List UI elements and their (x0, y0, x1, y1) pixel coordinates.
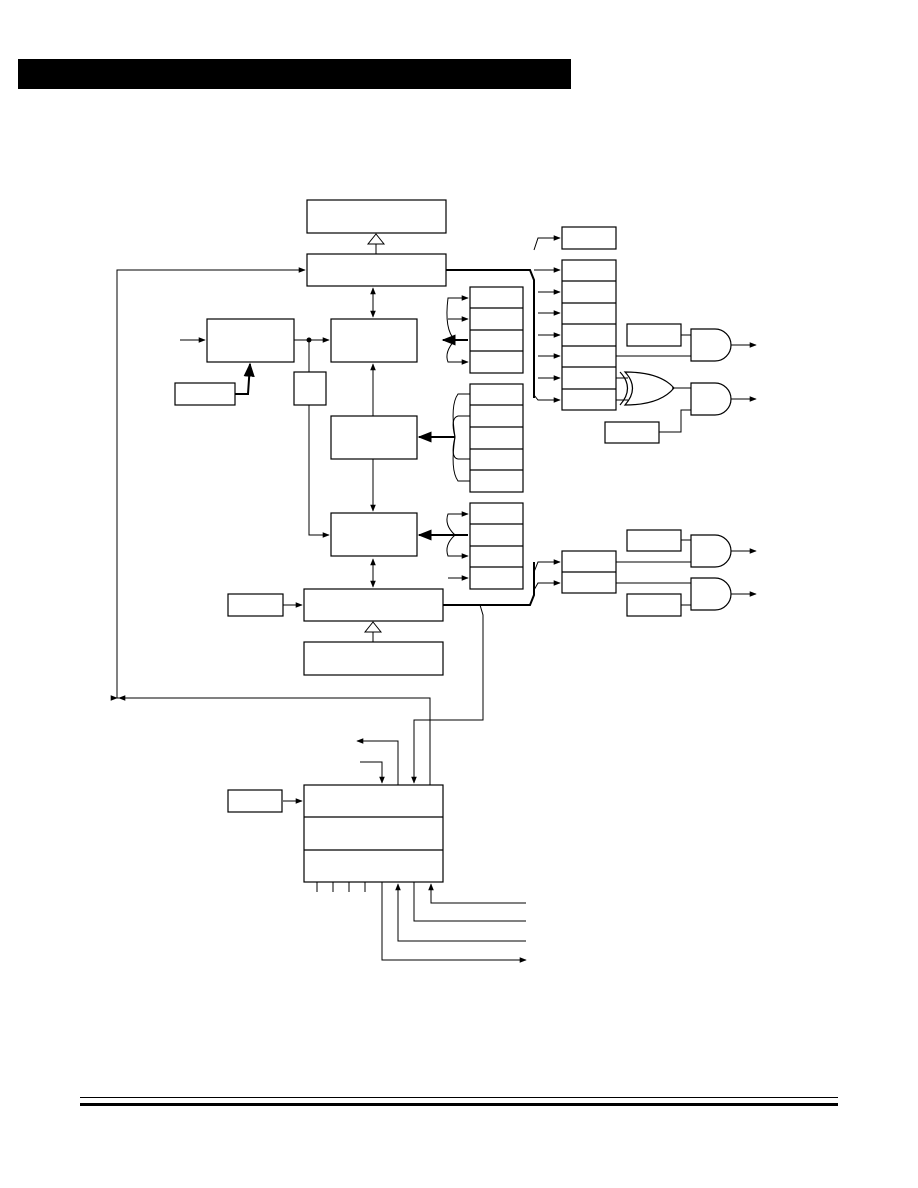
footer-rule-thick (80, 1103, 838, 1106)
bottom-left-block (227, 789, 283, 813)
center-block-2 (330, 415, 418, 460)
gate-input-block-4 (626, 593, 682, 617)
register-stack-2 (469, 383, 524, 493)
footer-rule-thin (80, 1097, 838, 1098)
right-small-block (561, 226, 617, 250)
narrow-block (293, 371, 327, 406)
bottom-block (303, 641, 444, 676)
and-gate-3 (690, 534, 732, 568)
gate-input-block-1 (626, 323, 682, 347)
gate-input-block-3 (626, 529, 682, 552)
right-register-stack (561, 259, 617, 411)
and-gate-4 (690, 577, 732, 611)
lower-block (303, 588, 444, 622)
gate-input-block-2 (604, 421, 660, 444)
header-bar (18, 59, 571, 89)
small-left-block (174, 382, 236, 406)
lower-left-block (227, 593, 284, 617)
top-block (306, 199, 447, 234)
center-block-3 (330, 512, 418, 557)
junction-dot (306, 337, 312, 343)
and-gate-1 (690, 328, 732, 362)
bottom-stack-block (303, 784, 444, 883)
center-block-1 (330, 318, 418, 363)
and-gate-2 (690, 382, 732, 416)
left-input-block (206, 318, 295, 363)
upper-block (306, 253, 447, 287)
or-gate (623, 371, 675, 406)
